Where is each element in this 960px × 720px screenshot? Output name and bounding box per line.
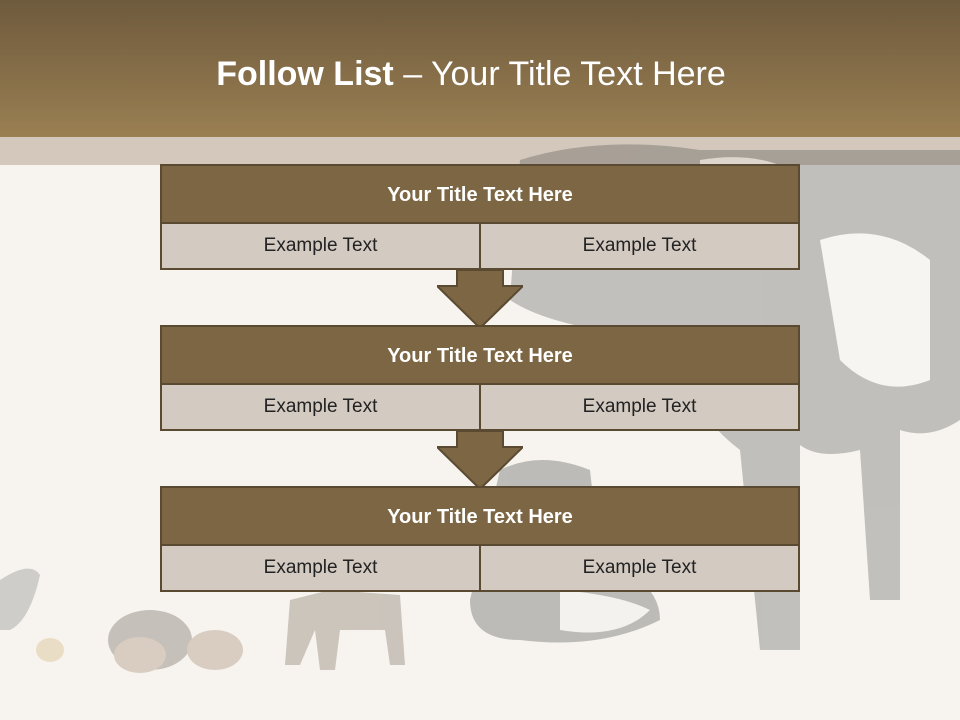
flow-block-title: Your Title Text Here <box>160 164 800 222</box>
down-arrow-icon <box>437 270 523 328</box>
flow-block-cell: Example Text <box>162 385 479 429</box>
down-arrow-icon <box>437 431 523 489</box>
flow-block-row: Example Text Example Text <box>160 383 800 431</box>
header-strip <box>0 137 960 165</box>
slide-title-rest: – Your Title Text Here <box>393 55 726 93</box>
flow-block-3: Your Title Text Here Example Text Exampl… <box>160 486 800 592</box>
flow-block-cell: Example Text <box>479 224 798 268</box>
flow-block-2: Your Title Text Here Example Text Exampl… <box>160 325 800 431</box>
flow-block-cell: Example Text <box>479 385 798 429</box>
flow-block-cell: Example Text <box>162 546 479 590</box>
flow-block-1: Your Title Text Here Example Text Exampl… <box>160 164 800 270</box>
flow-block-title: Your Title Text Here <box>160 486 800 544</box>
header-band <box>0 0 960 137</box>
flow-block-row: Example Text Example Text <box>160 222 800 270</box>
flow-block-row: Example Text Example Text <box>160 544 800 592</box>
flow-block-title: Your Title Text Here <box>160 325 800 383</box>
flow-block-cell: Example Text <box>479 546 798 590</box>
flow-block-cell: Example Text <box>162 224 479 268</box>
slide-title-bold: Follow List <box>216 55 394 93</box>
slide-title: Follow List – Your Title Text Here <box>0 55 942 94</box>
